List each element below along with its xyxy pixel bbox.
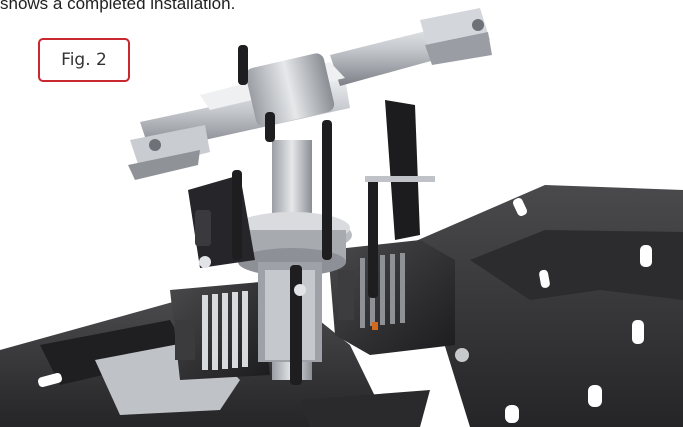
linkage	[188, 100, 435, 385]
servo-right	[328, 240, 455, 355]
frame-plate-right	[395, 185, 683, 427]
rotor-head	[128, 8, 492, 180]
servo-left	[170, 282, 270, 380]
figure-label: Fig. 2	[38, 38, 130, 82]
caption-text: shows a completed installation.	[0, 0, 236, 13]
figure-label-text: Fig. 2	[61, 50, 107, 70]
